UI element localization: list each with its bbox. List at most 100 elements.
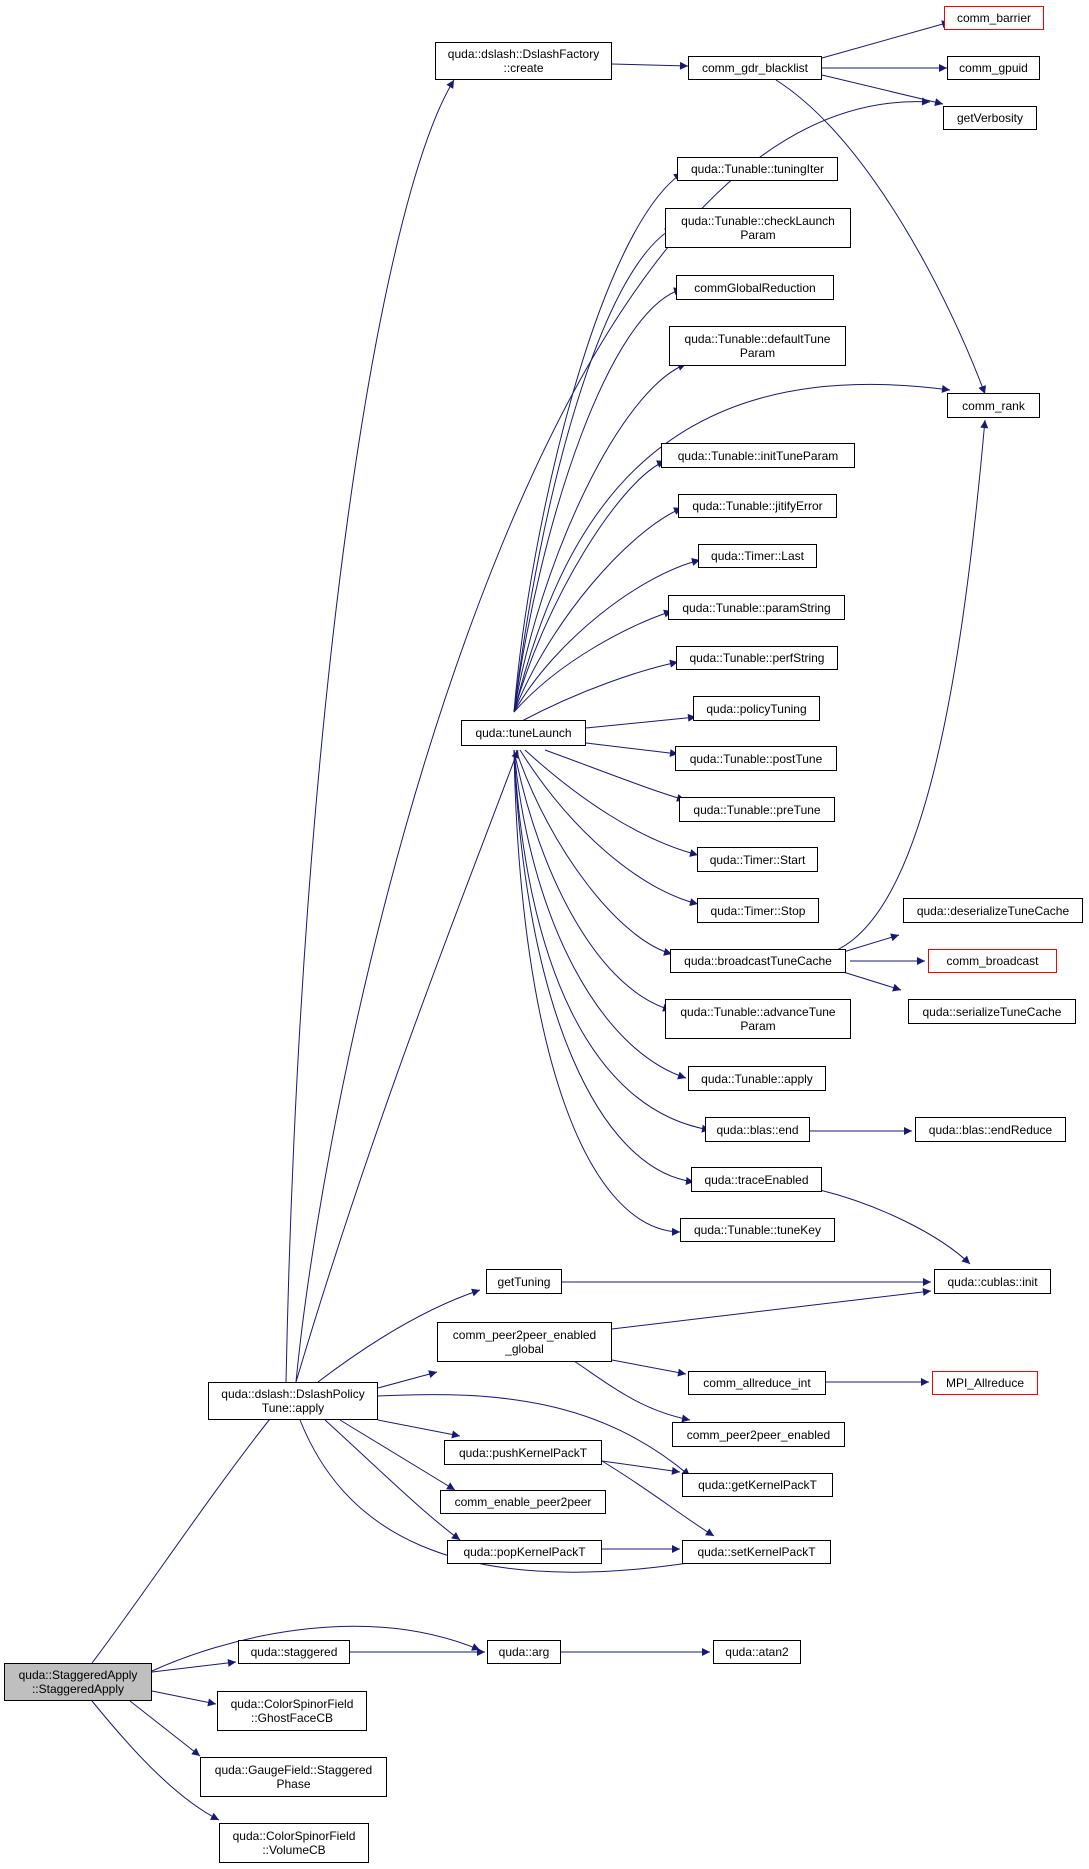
comm-broadcast-node[interactable]: comm_broadcast xyxy=(928,949,1057,973)
tune-launch-node[interactable]: quda::tuneLaunch xyxy=(461,720,586,746)
edge xyxy=(513,507,683,713)
edge xyxy=(513,749,681,1236)
get-kernel-pack-t-node[interactable]: quda::getKernelPackT xyxy=(682,1473,833,1497)
edge xyxy=(519,749,699,907)
comm-gpuid-node[interactable]: comm_gpuid xyxy=(947,56,1040,80)
edge xyxy=(285,79,455,1383)
edge xyxy=(611,61,689,70)
default-tune-param-node[interactable]: quda::Tunable::defaultTune Param xyxy=(669,326,846,366)
edge xyxy=(585,713,697,729)
edge xyxy=(377,1394,691,1477)
edge xyxy=(601,1460,681,1475)
get-tuning-node[interactable]: getTuning xyxy=(486,1269,562,1294)
arg-node[interactable]: quda::arg xyxy=(487,1640,561,1664)
edge xyxy=(91,1700,220,1821)
comm-gdr-blacklist-node[interactable]: comm_gdr_blacklist xyxy=(688,56,822,80)
jitify-error-node[interactable]: quda::Tunable::jitifyError xyxy=(678,494,837,518)
edge xyxy=(513,287,683,713)
edge xyxy=(151,1658,237,1673)
edge xyxy=(573,1360,691,1423)
policy-tuning-node[interactable]: quda::policyTuning xyxy=(693,696,820,721)
staggered-node[interactable]: quda::staggered xyxy=(238,1640,350,1664)
edge xyxy=(513,749,672,1012)
edge xyxy=(129,1700,201,1757)
edge xyxy=(513,749,695,1185)
comm-enable-peer2peer-node[interactable]: comm_enable_peer2peer xyxy=(440,1490,606,1514)
volume-cb-node[interactable]: quda::ColorSpinorField ::VolumeCB xyxy=(219,1823,369,1863)
timer-last-node[interactable]: quda::Timer::Last xyxy=(698,544,817,568)
advance-tune-param-node[interactable]: quda::Tunable::advanceTune Param xyxy=(665,999,851,1039)
edge xyxy=(377,1419,461,1439)
comm-barrier-node[interactable]: comm_barrier xyxy=(944,6,1044,30)
get-verbosity-node[interactable]: getVerbosity xyxy=(943,106,1037,130)
edge xyxy=(513,460,666,713)
edge xyxy=(819,1189,971,1265)
edge xyxy=(839,970,902,992)
edge xyxy=(513,558,701,713)
dslash-policy-tune-apply-node[interactable]: quda::dslash::DslashPolicy Tune::apply xyxy=(208,1382,378,1420)
comm-rank-node[interactable]: comm_rank xyxy=(947,393,1040,418)
edge xyxy=(524,749,699,857)
perf-string-node[interactable]: quda::Tunable::perfString xyxy=(676,646,838,670)
edge xyxy=(829,419,989,954)
blas-end-reduce-node[interactable]: quda::blas::endReduce xyxy=(915,1117,1066,1142)
broadcast-tune-cache-node[interactable]: quda::broadcastTuneCache xyxy=(670,949,846,973)
tune-key-node[interactable]: quda::Tunable::tuneKey xyxy=(680,1218,835,1242)
edge xyxy=(544,749,686,802)
push-kernel-pack-t-node[interactable]: quda::pushKernelPackT xyxy=(444,1440,602,1465)
edge xyxy=(839,933,900,954)
pop-kernel-pack-t-node[interactable]: quda::popKernelPackT xyxy=(447,1540,602,1564)
deserialize-tune-cache-node[interactable]: quda::deserializeTuneCache xyxy=(903,898,1083,923)
edge xyxy=(377,1370,438,1389)
edge xyxy=(339,1419,456,1491)
edge xyxy=(775,79,986,395)
edge xyxy=(295,749,519,1383)
blas-end-node[interactable]: quda::blas::end xyxy=(705,1117,810,1142)
comm-peer2peer-enabled-node[interactable]: comm_peer2peer_enabled xyxy=(672,1422,845,1447)
edge xyxy=(611,1359,687,1377)
edge xyxy=(324,1419,461,1541)
edge xyxy=(515,749,673,956)
edge xyxy=(513,172,683,713)
dslash-factory-create-node[interactable]: quda::dslash::DslashFactory ::create xyxy=(435,42,612,80)
edge xyxy=(513,227,674,713)
edge xyxy=(91,1408,279,1664)
edge xyxy=(821,20,951,59)
staggered-apply-node: quda::StaggeredApply ::StaggeredApply xyxy=(4,1663,152,1701)
edge xyxy=(317,1288,481,1383)
atan2-node[interactable]: quda::atan2 xyxy=(713,1640,801,1664)
edge xyxy=(513,384,951,713)
edge xyxy=(513,749,687,1080)
cublas-init-node[interactable]: quda::cublas::init xyxy=(934,1269,1051,1294)
edge xyxy=(821,74,944,107)
post-tune-node[interactable]: quda::Tunable::postTune xyxy=(675,746,837,771)
serialize-tune-cache-node[interactable]: quda::serializeTuneCache xyxy=(908,999,1076,1024)
ghost-face-cb-node[interactable]: quda::ColorSpinorField ::GhostFaceCB xyxy=(217,1691,367,1731)
comm-global-reduction-node[interactable]: commGlobalReduction xyxy=(676,275,834,300)
trace-enabled-node[interactable]: quda::traceEnabled xyxy=(691,1167,822,1192)
edge xyxy=(513,749,711,1133)
edge xyxy=(601,1460,715,1537)
edge xyxy=(151,1625,481,1672)
staggered-phase-node[interactable]: quda::GaugeField::Staggered Phase xyxy=(200,1757,387,1797)
timer-stop-node[interactable]: quda::Timer::Stop xyxy=(697,898,819,923)
edge xyxy=(151,1690,217,1707)
edge xyxy=(585,742,679,758)
comm-peer2peer-enabled-global-node[interactable]: comm_peer2peer_enabled _global xyxy=(437,1322,612,1362)
init-tune-param-node[interactable]: quda::Tunable::initTuneParam xyxy=(661,443,855,468)
comm-allreduce-int-node[interactable]: comm_allreduce_int xyxy=(688,1371,826,1395)
param-string-node[interactable]: quda::Tunable::paramString xyxy=(668,595,845,620)
tuning-iter-node[interactable]: quda::Tunable::tuningIter xyxy=(677,157,838,181)
edge xyxy=(611,1287,932,1330)
tunable-apply-node[interactable]: quda::Tunable::apply xyxy=(688,1066,826,1091)
check-launch-param-node[interactable]: quda::Tunable::checkLaunch Param xyxy=(665,208,851,248)
edge xyxy=(513,363,687,713)
edge xyxy=(295,97,931,1383)
edge xyxy=(299,1419,731,1573)
set-kernel-pack-t-node[interactable]: quda::setKernelPackT xyxy=(682,1540,831,1564)
edge xyxy=(519,659,679,723)
pre-tune-node[interactable]: quda::Tunable::preTune xyxy=(679,797,835,822)
mpi-allreduce-node[interactable]: MPI_Allreduce xyxy=(932,1371,1038,1395)
timer-start-node[interactable]: quda::Timer::Start xyxy=(697,847,818,872)
